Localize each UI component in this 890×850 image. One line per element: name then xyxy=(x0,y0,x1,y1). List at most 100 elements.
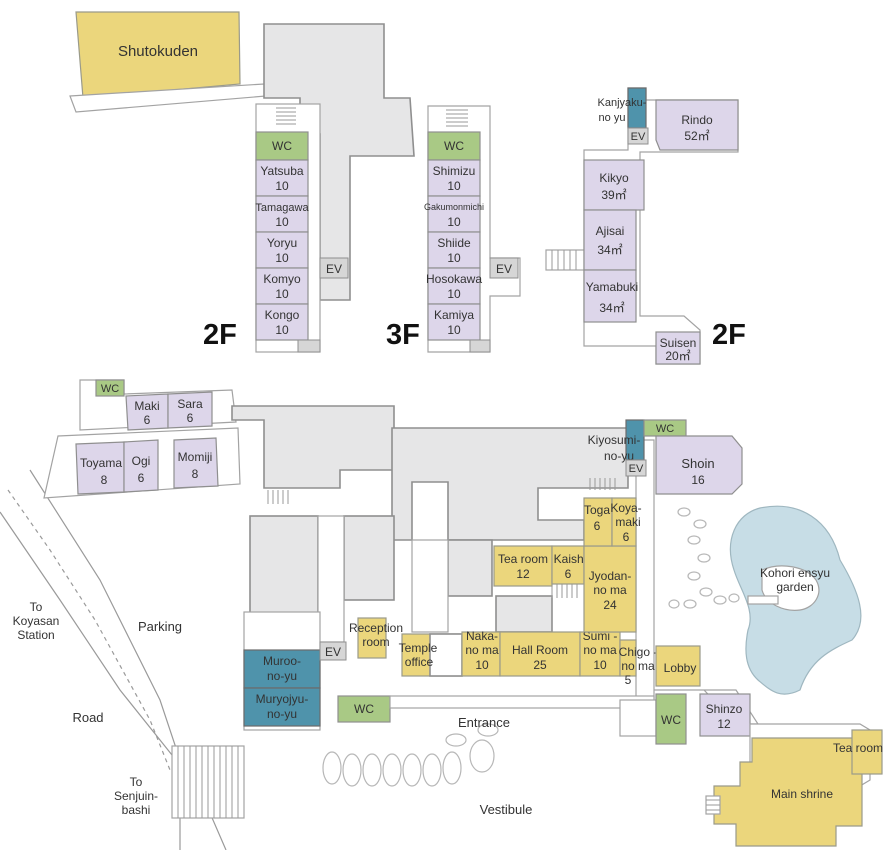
room-chigo-size: 5 xyxy=(625,673,632,687)
room-sara[interactable] xyxy=(167,391,213,429)
corridor-west xyxy=(317,515,345,643)
elevator-2f-right xyxy=(627,127,649,145)
room-naka-size: 10 xyxy=(475,658,489,672)
approach-stair xyxy=(171,745,245,819)
room-shoin[interactable] xyxy=(655,435,743,495)
room-sara-size: 6 xyxy=(187,411,194,425)
room-tamagawa[interactable] xyxy=(255,195,309,233)
stair-box-2f-left xyxy=(297,339,321,353)
room-toga-size: 6 xyxy=(594,519,601,533)
room-kikyo-name: Kikyo xyxy=(599,171,629,185)
room-ajisai-size: 34㎡ xyxy=(597,243,622,257)
stair-2f-left xyxy=(276,107,296,125)
room-kaisho-name: Kaisho xyxy=(554,552,591,566)
room-jyodan-size: 24 xyxy=(603,598,617,612)
room-hall-name: Hall Room xyxy=(512,643,568,657)
shutokuden-building[interactable] xyxy=(75,11,241,99)
elevator-3f-label: EV xyxy=(496,262,512,276)
room-yatsuba-size: 10 xyxy=(275,179,289,193)
bath-kanjyaku-label-2: no yu xyxy=(599,112,626,124)
label-to-senjuin-2: Senjuin- xyxy=(114,789,158,803)
temple-office-inner xyxy=(429,633,463,677)
room-chigo-no-ma[interactable] xyxy=(619,639,637,677)
room-rindo[interactable] xyxy=(655,99,739,151)
bath-muryojyu-no-yu[interactable] xyxy=(243,687,321,727)
room-shiide-size: 10 xyxy=(447,251,461,265)
room-naka-label-1: Naka- xyxy=(466,629,498,643)
room-chigo-label-1: Chigo - xyxy=(619,645,658,659)
room-yoryu[interactable] xyxy=(255,231,309,269)
bath-kanjyaku-label-1: Kanjyaku- xyxy=(598,97,647,109)
room-kamiya[interactable] xyxy=(427,303,481,341)
room-kongo-name: Kongo xyxy=(265,308,300,322)
bath-muryojyu-label-1: Muryojyu- xyxy=(256,692,309,706)
room-shinzo[interactable] xyxy=(699,693,751,737)
room-jyodan-label-2: no ma xyxy=(593,583,627,597)
bath-muroo-no-yu[interactable] xyxy=(243,649,321,689)
label-road: Road xyxy=(72,710,103,725)
wc-3f-label: WC xyxy=(444,139,464,153)
stair-ground-center xyxy=(551,584,578,598)
stair-ground-north xyxy=(267,490,289,504)
room-komyo-size: 10 xyxy=(275,287,289,301)
room-kikyo[interactable] xyxy=(583,159,645,211)
wc-entrance[interactable] xyxy=(337,695,391,723)
stair-3f xyxy=(446,109,468,127)
room-kamiya-name: Kamiya xyxy=(434,308,474,322)
wc-kiyosumi-label: WC xyxy=(656,423,674,435)
room-komyo[interactable] xyxy=(255,267,309,305)
main-shrine-label: Main shrine xyxy=(771,787,833,801)
room-yamabuki[interactable] xyxy=(583,269,637,323)
room-toyama-size: 8 xyxy=(101,473,108,487)
room-momiji[interactable] xyxy=(173,437,219,489)
floor-label-3f: 3F xyxy=(386,319,420,351)
label-to-senjuin-3: bashi xyxy=(122,803,151,817)
room-koyamaki-label-2: maki xyxy=(615,515,640,529)
room-naka-label-2: no ma xyxy=(465,643,499,657)
room-shimizu[interactable] xyxy=(427,159,481,197)
wc-ground-left[interactable] xyxy=(95,379,125,397)
room-yatsuba[interactable] xyxy=(255,159,309,197)
room-gakumonmichi-name: Gakumonmichi xyxy=(424,202,484,212)
shrine-tea-room-label: Tea room xyxy=(833,741,883,755)
room-momiji-size: 8 xyxy=(192,467,199,481)
label-to-koyasan-3: Station xyxy=(17,628,54,642)
vestibule-stones xyxy=(322,723,499,787)
walk-center xyxy=(411,539,449,633)
bath-muroo-label-1: Muroo- xyxy=(263,654,301,668)
elevator-2f-right-label: EV xyxy=(631,131,646,143)
room-sumi-size: 10 xyxy=(593,658,607,672)
room-ogi-name: Ogi xyxy=(132,454,151,468)
room-shimizu-size: 10 xyxy=(447,179,461,193)
bath-kiyosumi-label-1: Kiyosumi- xyxy=(588,433,641,447)
room-naka-no-ma[interactable] xyxy=(461,631,501,677)
room-ajisai[interactable] xyxy=(583,209,637,271)
room-maki-name: Maki xyxy=(134,399,159,413)
wc-2f-left-label: WC xyxy=(272,139,292,153)
room-ogi[interactable] xyxy=(123,439,159,493)
room-koyamaki-label-1: Koya- xyxy=(610,501,641,515)
room-komyo-name: Komyo xyxy=(263,272,301,286)
room-tea-room[interactable] xyxy=(493,545,553,587)
room-yoryu-size: 10 xyxy=(275,251,289,265)
label-to-koyasan-1: To xyxy=(30,600,43,614)
room-ajisai-name: Ajisai xyxy=(596,224,625,238)
room-suisen[interactable] xyxy=(655,331,701,365)
bath-muryojyu-label-2: no-yu xyxy=(267,707,297,721)
shrine-tea-room[interactable] xyxy=(851,729,883,775)
room-hall[interactable] xyxy=(499,631,581,677)
stair-2f-right xyxy=(545,249,585,271)
room-koyamaki[interactable] xyxy=(611,497,637,547)
building-ground-north xyxy=(231,405,395,489)
room-jyodan-no-ma[interactable] xyxy=(583,545,637,633)
room-kongo[interactable] xyxy=(255,303,309,341)
room-sara-name: Sara xyxy=(177,397,203,411)
building-center-block-2 xyxy=(495,595,553,633)
room-tea-room-size: 12 xyxy=(516,567,530,581)
room-shoin-size: 16 xyxy=(691,473,705,487)
garden-label-2: garden xyxy=(776,580,813,594)
elevator-2f-left xyxy=(319,257,349,279)
room-reception[interactable] xyxy=(357,617,387,659)
room-lobby[interactable] xyxy=(655,645,701,687)
wc-east[interactable] xyxy=(655,693,687,745)
